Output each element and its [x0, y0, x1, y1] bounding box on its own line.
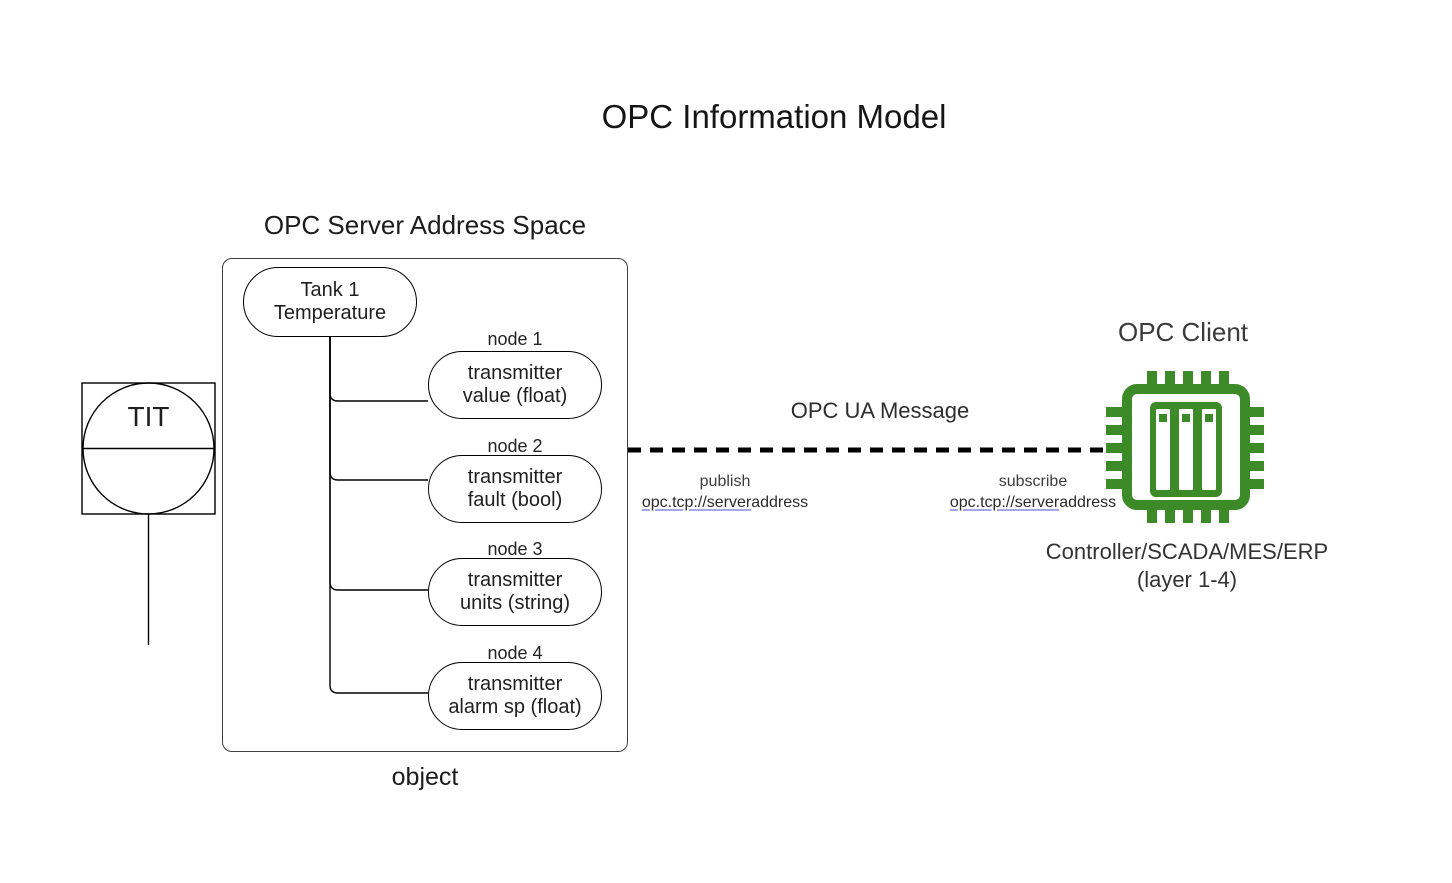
- chip-bottom-pins: [1147, 501, 1229, 523]
- node-3-label: node 3: [487, 539, 543, 559]
- publish-address-rest: address: [751, 494, 809, 511]
- object-caption: object: [391, 763, 459, 791]
- node-3-oval: transmitter units (string): [428, 558, 602, 626]
- subscribe-endpoint: subscribe opc.tcp://serveraddress: [923, 471, 1143, 513]
- publish-endpoint: publish opc.tcp://serveraddress: [615, 471, 835, 513]
- node-4-label: node 4: [487, 643, 543, 663]
- root-node-line1: Tank 1: [300, 279, 360, 301]
- node-3-line1: transmitter: [467, 569, 563, 591]
- chip-right-pins: [1240, 407, 1264, 489]
- node-1-label: node 1: [487, 329, 543, 349]
- subscribe-address-rest: address: [1059, 494, 1117, 511]
- connector-node-2: [329, 337, 428, 481]
- client-caption: Controller/SCADA/MES/ERP (layer 1-4): [1027, 538, 1347, 594]
- subscribe-address: opc.tcp://serveraddress: [923, 492, 1143, 513]
- cpu-chip-icon: [1106, 371, 1264, 523]
- chip-left-pins: [1106, 407, 1130, 489]
- chip-slot-2: [1179, 409, 1193, 490]
- subscribe-address-link: opc.tcp://server: [949, 494, 1060, 511]
- node-1-oval: transmitter value (float): [428, 351, 602, 419]
- chip-top-pins: [1147, 371, 1229, 393]
- connector-node-1: [329, 337, 428, 402]
- page-title: OPC Information Model: [601, 98, 947, 135]
- node-2-line1: transmitter: [467, 466, 563, 488]
- opc-client-label: OPC Client: [1117, 317, 1249, 347]
- node-4-oval: transmitter alarm sp (float): [428, 662, 602, 730]
- node-2-label: node 2: [487, 436, 543, 456]
- connector-node-3: [329, 337, 428, 591]
- client-caption-line2: (layer 1-4): [1136, 567, 1238, 592]
- node-2-line2: fault (bool): [467, 489, 563, 511]
- node-4-line1: transmitter: [467, 673, 563, 695]
- chip-slot-1-notch: [1159, 414, 1167, 422]
- chip-slot-2-notch: [1182, 414, 1190, 422]
- chip-slot-3: [1202, 409, 1216, 490]
- root-node-oval: Tank 1 Temperature: [243, 267, 417, 337]
- opc-ua-message-label: OPC UA Message: [790, 398, 970, 423]
- connector-node-4: [329, 337, 428, 694]
- node-1-line1: transmitter: [467, 362, 563, 384]
- publish-address: opc.tcp://serveraddress: [615, 492, 835, 513]
- node-2-oval: transmitter fault (bool): [428, 455, 602, 523]
- tit-label: TIT: [128, 401, 170, 432]
- root-node-line2: Temperature: [273, 302, 387, 324]
- node-1-line2: value (float): [462, 385, 568, 407]
- server-address-space-label: OPC Server Address Space: [263, 210, 587, 240]
- publish-label: publish: [699, 473, 751, 490]
- tree-connectors: [329, 337, 428, 694]
- node-3-line2: units (string): [459, 592, 571, 614]
- node-4-line2: alarm sp (float): [448, 696, 582, 718]
- opc-ua-message-line: [628, 447, 1107, 453]
- client-caption-line1: Controller/SCADA/MES/ERP: [1045, 539, 1329, 564]
- temperature-transmitter-symbol: TIT: [81, 382, 216, 645]
- chip-slot-1: [1156, 409, 1170, 490]
- chip-slot-3-notch: [1205, 414, 1213, 422]
- publish-address-link: opc.tcp://server: [641, 494, 752, 511]
- subscribe-label: subscribe: [998, 473, 1068, 490]
